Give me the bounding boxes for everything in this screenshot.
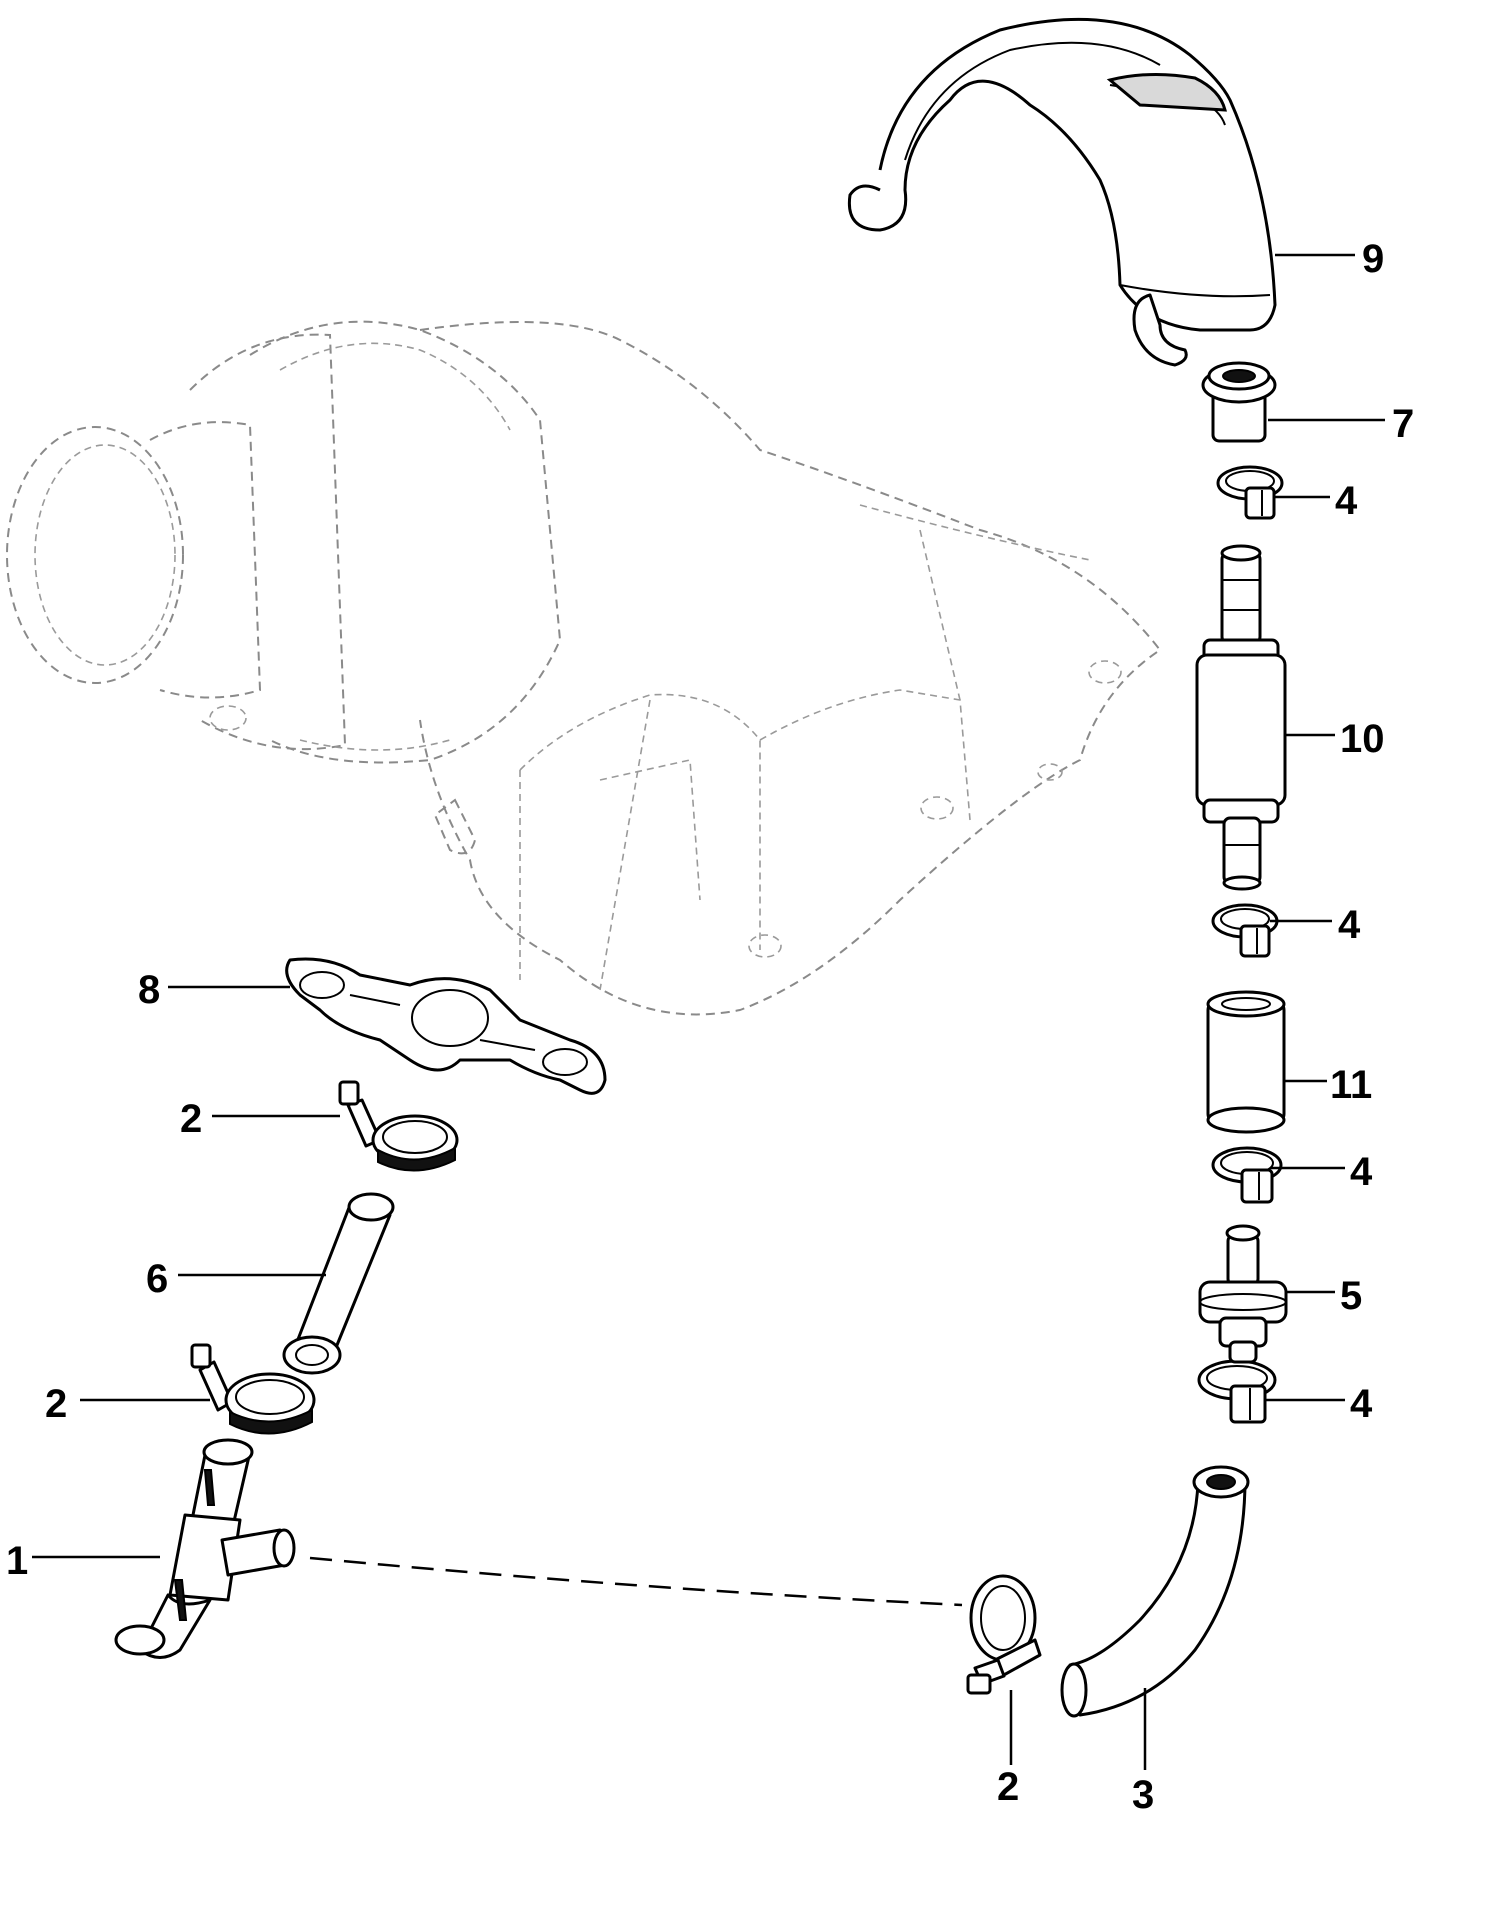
ghost-housing — [6, 320, 1162, 1016]
callout-4d: 4 — [1350, 1382, 1373, 1426]
callout-2a: 2 — [180, 1097, 202, 1141]
part-6-hose — [282, 1192, 395, 1375]
hose-route-line — [309, 1556, 963, 1607]
callout-2b: 2 — [45, 1382, 67, 1426]
callout-labels: 9 7 4 10 4 11 4 5 4 8 2 6 2 1 2 3 — [6, 237, 1414, 1817]
callout-5: 5 — [1340, 1274, 1362, 1318]
callout-4a: 4 — [1335, 479, 1358, 523]
callout-3: 3 — [1132, 1773, 1154, 1817]
callout-9: 9 — [1362, 237, 1384, 281]
part-2-clamp-a — [338, 1080, 459, 1172]
part-4-clamp-c — [1211, 1146, 1283, 1204]
part-8-gasket — [285, 957, 607, 1095]
part-4-clamp-a — [1216, 465, 1284, 520]
callout-1: 1 — [6, 1539, 28, 1583]
part-4-clamp-b — [1211, 903, 1279, 958]
part-10-valve — [1195, 544, 1287, 891]
part-2-clamp-b — [190, 1343, 316, 1435]
callout-10: 10 — [1340, 717, 1385, 761]
callout-2c: 2 — [997, 1765, 1019, 1809]
part-2-clamp-c — [966, 1574, 1042, 1695]
callout-8: 8 — [138, 968, 160, 1012]
callout-11: 11 — [1330, 1063, 1372, 1107]
part-5-check-valve — [1198, 1224, 1288, 1364]
part-7-grommet — [1201, 361, 1277, 443]
callout-4b: 4 — [1338, 903, 1361, 947]
callout-6: 6 — [146, 1257, 168, 1301]
callout-4c: 4 — [1350, 1150, 1373, 1194]
part-11-hose — [1206, 990, 1286, 1134]
callout-7: 7 — [1392, 402, 1414, 446]
part-4-clamp-d — [1197, 1359, 1277, 1424]
leader-lines — [32, 253, 1385, 1770]
part-9-cover — [847, 17, 1277, 367]
part-1-tee-fitting — [114, 1438, 296, 1659]
part-3-elbow-hose — [1060, 1465, 1250, 1718]
